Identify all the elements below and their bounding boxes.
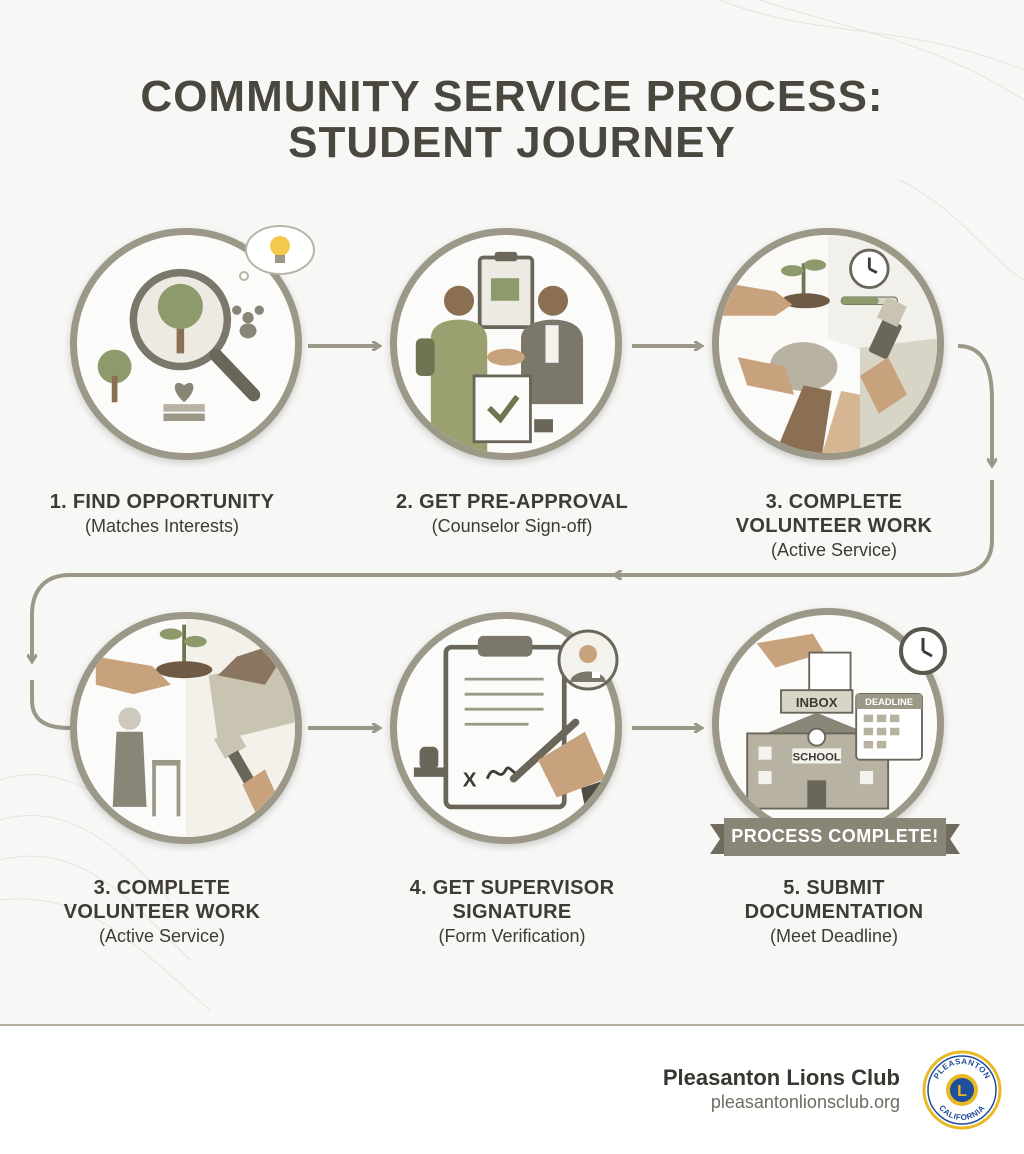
school-label: SCHOOL bbox=[793, 752, 841, 764]
step-4-circle bbox=[70, 612, 302, 844]
handshake-icon bbox=[397, 235, 615, 453]
step-6-subtitle: (Meet Deadline) bbox=[704, 924, 964, 948]
step-5-title-line2: SIGNATURE bbox=[382, 900, 642, 924]
supervisor-avatar-icon bbox=[556, 628, 620, 692]
step-4-title-line1: 3. COMPLETE bbox=[32, 876, 292, 900]
inbox-label: INBOX bbox=[796, 695, 838, 710]
step-2-label: 2. GET PRE-APPROVAL (Counselor Sign-off) bbox=[382, 490, 642, 538]
step-2-subtitle: (Counselor Sign-off) bbox=[382, 514, 642, 538]
banner-text: PROCESS COMPLETE! bbox=[710, 816, 960, 856]
step-1-label: 1. FIND OPPORTUNITY (Matches Interests) bbox=[32, 490, 292, 538]
org-name: Pleasanton Lions Club bbox=[663, 1065, 900, 1091]
step-3-title-line1: 3. COMPLETE bbox=[704, 490, 964, 514]
process-complete-banner: PROCESS COMPLETE! bbox=[710, 816, 960, 860]
logo-center: L bbox=[957, 1083, 967, 1100]
step-3-subtitle: (Active Service) bbox=[704, 538, 964, 562]
lions-club-logo: PLEASANTON CALIFORNIA L bbox=[922, 1050, 1002, 1130]
arrow-3-down bbox=[958, 346, 992, 464]
arrow-into-step4 bbox=[32, 680, 70, 728]
org-url[interactable]: pleasantonlionsclub.org bbox=[711, 1092, 900, 1113]
clock-icon bbox=[898, 626, 948, 676]
step-4-title-line2: VOLUNTEER WORK bbox=[32, 900, 292, 924]
step-5-title-line1: 4. GET SUPERVISOR bbox=[382, 876, 642, 900]
step-4-subtitle: (Active Service) bbox=[32, 924, 292, 948]
deadline-label: DEADLINE bbox=[865, 696, 913, 707]
step-1-subtitle: (Matches Interests) bbox=[32, 514, 292, 538]
step-2-circle bbox=[390, 228, 622, 460]
step-4-label: 3. COMPLETE VOLUNTEER WORK (Active Servi… bbox=[32, 876, 292, 948]
step-3-label: 3. COMPLETE VOLUNTEER WORK (Active Servi… bbox=[704, 490, 964, 562]
step-3-title-line2: VOLUNTEER WORK bbox=[704, 514, 964, 538]
step-6-title-line1: 5. SUBMIT bbox=[704, 876, 964, 900]
volunteer-hands-icon bbox=[719, 235, 937, 453]
step-3-circle bbox=[712, 228, 944, 460]
helping-elder-icon bbox=[77, 619, 295, 837]
step-5-label: 4. GET SUPERVISOR SIGNATURE (Form Verifi… bbox=[382, 876, 642, 948]
step-1-title: 1. FIND OPPORTUNITY bbox=[32, 490, 292, 514]
step-6-title-line2: DOCUMENTATION bbox=[704, 900, 964, 924]
lightbulb-thought-icon bbox=[234, 222, 316, 282]
step-5-subtitle: (Form Verification) bbox=[382, 924, 642, 948]
step-2-title: 2. GET PRE-APPROVAL bbox=[382, 490, 642, 514]
svg-text:X: X bbox=[463, 768, 477, 791]
step-6-label: 5. SUBMIT DOCUMENTATION (Meet Deadline) bbox=[704, 876, 964, 948]
